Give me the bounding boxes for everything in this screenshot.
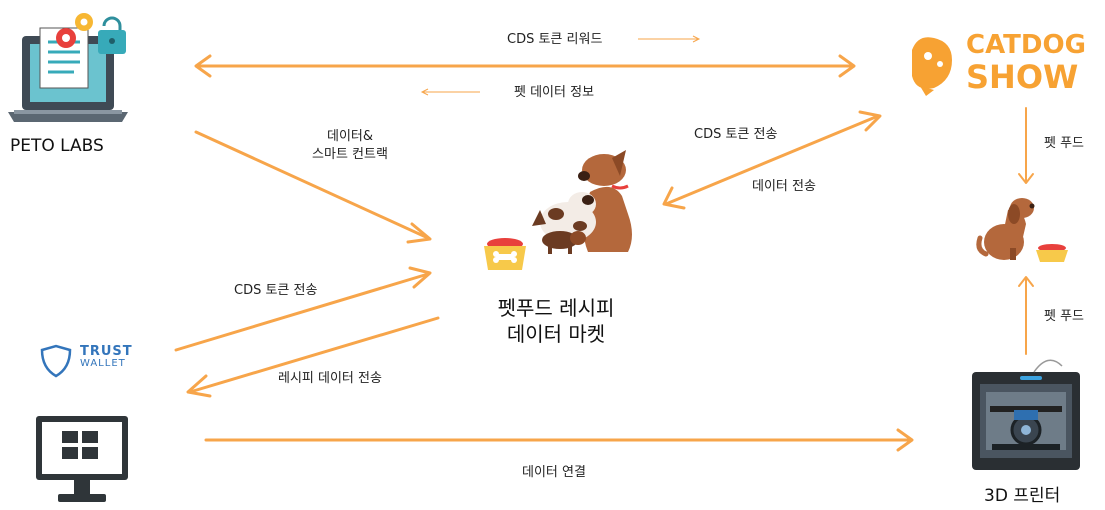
trust-wallet-shield-icon xyxy=(40,344,72,378)
arrowhead-peto-center xyxy=(406,222,432,244)
edge-label-pet-food-bottom: 펫 푸드 xyxy=(1044,309,1085,324)
edge-label-cds-reward: CDS 토큰 리워드 xyxy=(507,32,603,47)
arrow-center-catdog xyxy=(664,114,880,206)
peto-labs-label: PETO LABS xyxy=(10,136,104,156)
arrow-peto-center xyxy=(194,130,430,240)
printer-label: 3D 프린터 xyxy=(984,486,1061,506)
arrowhead-right xyxy=(838,54,856,78)
center-title-line1: 펫푸드 레시피 xyxy=(497,296,615,320)
edge-label-data-smart-2: 스마트 컨트랙 xyxy=(312,147,388,162)
edge-label-pet-food-top: 펫 푸드 xyxy=(1044,136,1085,151)
sitting-dog-icon xyxy=(976,198,1068,262)
edge-label-data-connect: 데이터 연결 xyxy=(522,465,586,480)
arrowhead-center-trust xyxy=(186,374,212,398)
catdog-show-logo: CATDOG SHOW xyxy=(906,30,1096,98)
trust-wallet-line2: WALLET xyxy=(80,358,126,369)
arrowhead-pet-bottom xyxy=(1018,276,1034,287)
arrowhead-printer xyxy=(896,428,914,452)
arrowhead-center xyxy=(662,186,686,210)
laptop-icon xyxy=(8,13,128,122)
catdog-paw-icon xyxy=(912,37,952,96)
trust-wallet-logo: TRUST WALLET xyxy=(40,344,133,370)
arrowhead-pet-top xyxy=(1018,173,1034,184)
dogs-illustration xyxy=(484,150,632,270)
edge-label-cds-send-right: CDS 토큰 전송 xyxy=(694,127,778,142)
arrowhead-left xyxy=(194,54,212,78)
edge-label-recipe-data-send: 레시피 데이터 전송 xyxy=(278,371,382,386)
thin-arrowhead-right xyxy=(692,35,701,43)
edge-label-data-send-right: 데이터 전송 xyxy=(752,179,816,194)
arrow-center-trust xyxy=(188,316,440,394)
computer-icon xyxy=(36,416,128,502)
catdog-line1: CATDOG xyxy=(966,30,1086,60)
center-title-line2: 데이터 마켓 xyxy=(506,322,606,346)
arrowhead-trust-center xyxy=(408,266,432,289)
edge-label-data-smart-1: 데이터& xyxy=(326,129,374,144)
arrow-trust-center xyxy=(174,272,430,352)
thin-arrowhead-left xyxy=(420,88,429,96)
trust-wallet-line1: TRUST xyxy=(80,344,133,359)
edge-label-pet-data-info: 펫 데이터 정보 xyxy=(514,85,595,100)
arrowhead-catdog xyxy=(858,110,882,132)
3d-printer-icon xyxy=(972,359,1080,470)
catdog-line2: SHOW xyxy=(966,58,1079,96)
edge-label-cds-send-left: CDS 토큰 전송 xyxy=(234,283,318,298)
